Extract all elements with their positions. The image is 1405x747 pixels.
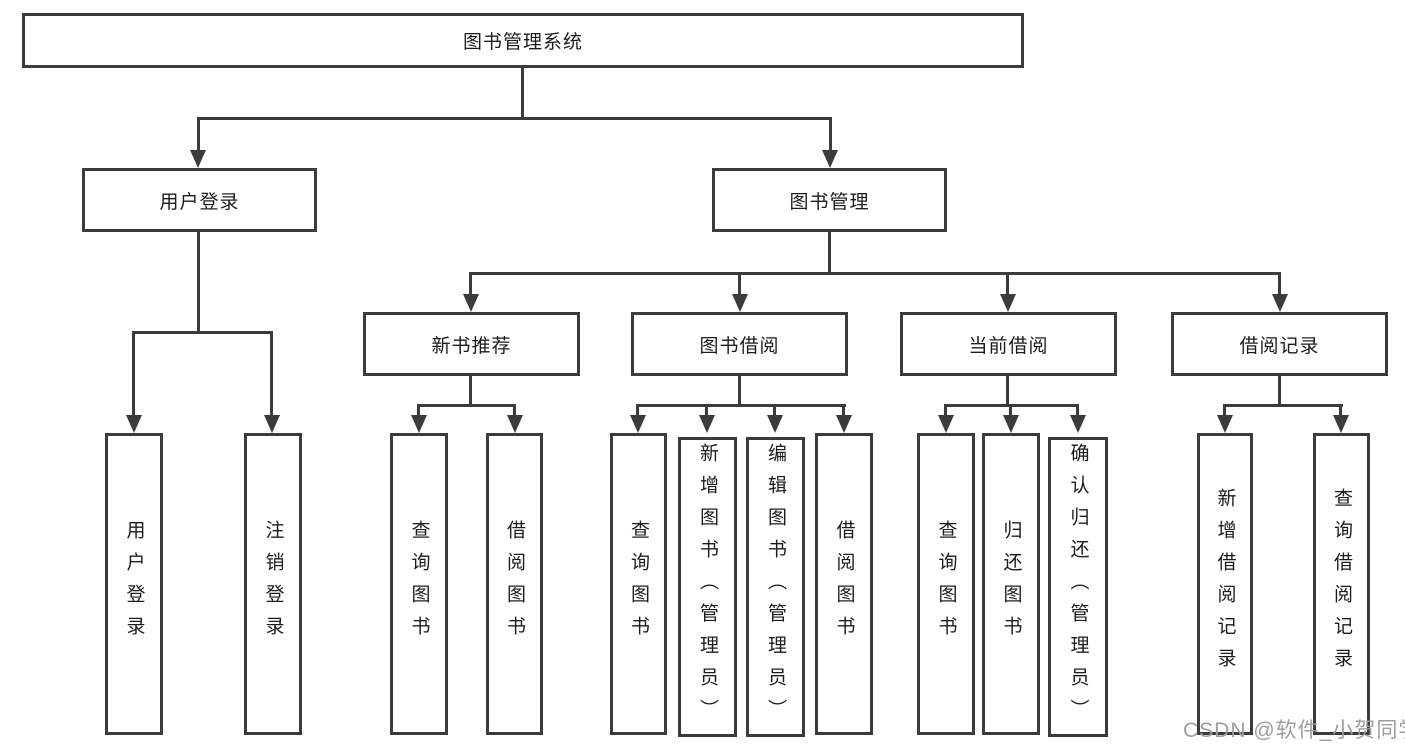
arrow-down-icon bbox=[630, 415, 646, 433]
node-label: 确认归还（管理员） bbox=[1067, 443, 1089, 731]
connector-drop bbox=[1009, 404, 1012, 416]
node-library-management-system: 图书管理系统 bbox=[22, 13, 1024, 68]
arrow-down-icon bbox=[1272, 294, 1288, 312]
connector-drop bbox=[1339, 404, 1342, 416]
node-label: 归还图书 bbox=[1000, 520, 1022, 648]
arrow-down-icon bbox=[822, 150, 838, 168]
arrow-down-icon bbox=[767, 415, 783, 433]
node-label: 当前借阅 bbox=[968, 335, 1049, 357]
node-label: 查询图书 bbox=[408, 520, 430, 648]
node-label: 查询图书 bbox=[935, 520, 957, 648]
node-label: 图书借阅 bbox=[699, 335, 780, 357]
arrow-down-icon bbox=[507, 415, 523, 433]
connector-level3-rail bbox=[469, 272, 1281, 275]
arrow-down-icon bbox=[1333, 415, 1349, 433]
arrow-down-icon bbox=[699, 415, 715, 433]
connector-drop bbox=[842, 404, 845, 416]
node-label: 借阅图书 bbox=[833, 520, 855, 648]
connector-book-management-stem bbox=[828, 232, 831, 275]
arrow-down-icon bbox=[1003, 415, 1019, 433]
leaf-query-books-borrow: 查询图书 bbox=[610, 433, 667, 735]
connector-drop-book-management bbox=[829, 117, 832, 151]
connector-book-borrow-stem bbox=[738, 376, 741, 406]
connector-drop bbox=[773, 404, 776, 416]
leaf-query-books-current: 查询图书 bbox=[917, 433, 975, 735]
connector-drop-borrow-records bbox=[1278, 272, 1281, 296]
connector-drop-book-borrow bbox=[738, 272, 741, 296]
leaf-return-books: 归还图书 bbox=[982, 433, 1040, 735]
node-label: 图书管理 bbox=[789, 191, 870, 213]
node-book-management: 图书管理 bbox=[712, 168, 947, 232]
node-label: 新增借阅记录 bbox=[1214, 488, 1236, 680]
leaf-borrow-books-recommend: 借阅图书 bbox=[486, 433, 543, 735]
node-borrowing-records: 借阅记录 bbox=[1171, 312, 1388, 376]
connector-drop-current-borrow bbox=[1006, 272, 1009, 296]
connector-drop bbox=[1076, 404, 1079, 416]
node-label: 借阅图书 bbox=[504, 520, 525, 648]
node-label: 新增图书（管理员） bbox=[697, 443, 718, 731]
arrow-down-icon bbox=[732, 294, 748, 312]
node-label: 用户登录 bbox=[159, 191, 240, 213]
node-label: 查询借阅记录 bbox=[1331, 488, 1352, 680]
connector-drop-user-login bbox=[197, 117, 200, 151]
connector-drop bbox=[417, 404, 420, 416]
connector-drop bbox=[513, 404, 516, 416]
arrow-down-icon bbox=[1217, 415, 1233, 433]
connector-current-borrow-stem bbox=[1006, 376, 1009, 406]
connector-drop-leaf-user-login bbox=[132, 331, 135, 415]
leaf-confirm-return-admin: 确认归还（管理员） bbox=[1048, 437, 1108, 737]
node-label: 编辑图书（管理员） bbox=[765, 443, 786, 731]
csdn-watermark: CSDN @软件_小贺同学 bbox=[1183, 719, 1405, 742]
leaf-add-book-admin: 新增图书（管理员） bbox=[678, 437, 737, 737]
leaf-add-borrow-record: 新增借阅记录 bbox=[1197, 433, 1253, 735]
node-label: 新书推荐 bbox=[431, 335, 512, 357]
node-current-borrowing: 当前借阅 bbox=[900, 312, 1117, 376]
node-label: 注销登录 bbox=[262, 520, 284, 648]
node-user-login: 用户登录 bbox=[82, 168, 317, 232]
connector-level2-rail bbox=[197, 117, 832, 120]
arrow-down-icon bbox=[1070, 415, 1086, 433]
node-new-book-recommendation: 新书推荐 bbox=[363, 312, 580, 376]
connector-drop bbox=[636, 404, 639, 416]
connector-user-login-stem bbox=[197, 232, 200, 334]
arrow-down-icon bbox=[1000, 294, 1016, 312]
connector-drop bbox=[705, 404, 708, 416]
arrow-down-icon bbox=[463, 294, 479, 312]
node-label: 图书管理系统 bbox=[462, 32, 583, 53]
arrow-down-icon bbox=[411, 415, 427, 433]
connector-root-stem bbox=[521, 68, 524, 119]
connector-user-login-rail bbox=[132, 331, 273, 334]
connector-drop-leaf-logout bbox=[270, 331, 273, 415]
node-label: 查询图书 bbox=[628, 520, 649, 648]
node-label: 用户登录 bbox=[123, 520, 145, 648]
arrow-down-icon bbox=[938, 415, 954, 433]
connector-borrow-records-rail bbox=[1223, 404, 1343, 407]
arrow-down-icon bbox=[264, 415, 280, 433]
leaf-logout: 注销登录 bbox=[244, 433, 302, 735]
connector-new-book-stem bbox=[469, 376, 472, 406]
node-book-borrowing: 图书借阅 bbox=[631, 312, 848, 376]
connector-borrow-records-stem bbox=[1278, 376, 1281, 406]
leaf-user-login: 用户登录 bbox=[105, 433, 163, 735]
arrow-down-icon bbox=[126, 415, 142, 433]
leaf-edit-book-admin: 编辑图书（管理员） bbox=[746, 437, 805, 737]
connector-drop bbox=[1223, 404, 1226, 416]
connector-book-borrow-rail bbox=[636, 404, 846, 407]
connector-drop-new-book bbox=[469, 272, 472, 296]
leaf-query-books-recommend: 查询图书 bbox=[390, 433, 448, 735]
arrow-down-icon bbox=[836, 415, 852, 433]
connector-new-book-rail bbox=[417, 404, 516, 407]
node-label: 借阅记录 bbox=[1239, 335, 1320, 357]
leaf-query-borrow-record: 查询借阅记录 bbox=[1313, 433, 1370, 735]
connector-drop bbox=[944, 404, 947, 416]
leaf-borrow-books: 借阅图书 bbox=[815, 433, 873, 735]
arrow-down-icon bbox=[190, 150, 206, 168]
